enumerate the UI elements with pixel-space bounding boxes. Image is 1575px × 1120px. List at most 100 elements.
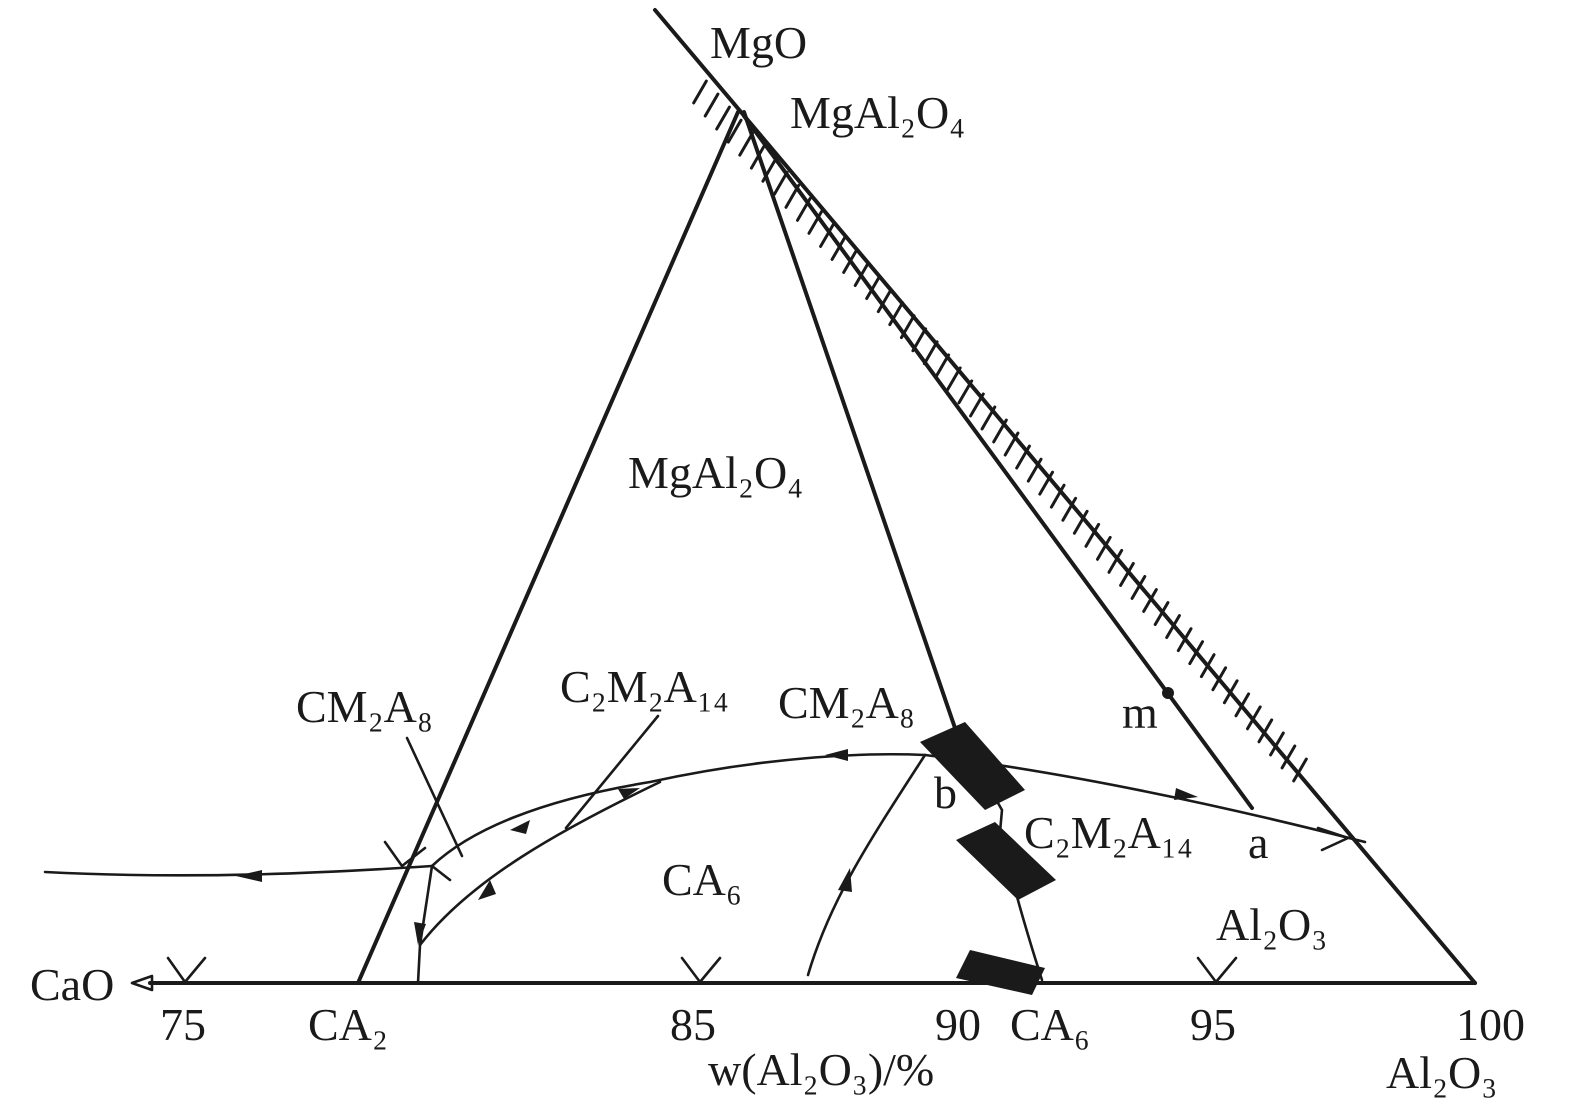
spinel-hatching <box>692 79 1308 783</box>
boundary-upper-curve <box>430 753 927 868</box>
hatch-mark <box>911 327 928 353</box>
hatch-mark <box>1165 614 1181 639</box>
hatch-mark <box>796 196 812 222</box>
arrow-left-icon <box>236 870 262 882</box>
pointer-lines <box>405 714 660 858</box>
tick-label-75: 75 <box>160 999 206 1050</box>
point-m-label: m <box>1122 687 1158 738</box>
mgo-al2o3-edge <box>653 8 1477 985</box>
boundary-left-drop <box>416 943 422 985</box>
hatch-mark <box>784 183 801 209</box>
hatch-mark <box>1119 562 1135 587</box>
hatch-mark <box>1246 705 1262 731</box>
arrow-ca6-icon <box>838 868 852 892</box>
hatch-mark <box>969 392 985 418</box>
tick-85-icon <box>680 956 722 984</box>
ca2-axis-label: CA₂ <box>308 999 388 1050</box>
hatch-mark <box>1038 470 1054 496</box>
crossing-mark-left-icon <box>383 840 427 868</box>
hatch-mark <box>1084 522 1101 548</box>
hatch-mark <box>715 105 731 131</box>
axis-title: w(Al₂O₃)/% <box>708 1044 934 1095</box>
cao-arrow-icon <box>130 974 154 992</box>
hatch-mark <box>692 79 708 105</box>
hatch-mark <box>1049 483 1066 509</box>
hatch-mark <box>761 157 778 183</box>
hatch-mark <box>1222 679 1239 705</box>
hatch-mark <box>1061 496 1078 522</box>
hatch-mark <box>1142 588 1158 613</box>
hatch-mark <box>1015 444 1031 470</box>
tick-95-icon <box>1196 956 1238 984</box>
boundary-small-link <box>430 864 452 882</box>
c2m2a14-pointer <box>564 714 660 830</box>
al2o3-vertex-label: Al₂O₃ <box>1386 1047 1497 1098</box>
mgal2o4-field-label: MgAl₂O₄ <box>628 447 803 498</box>
cao-vertex-label: CaO <box>30 959 114 1010</box>
mgo-vertex-label: MgO <box>710 17 807 68</box>
hatch-mark <box>749 144 766 170</box>
axis-ticks <box>166 956 1238 984</box>
hatch-mark <box>1026 457 1043 483</box>
hatch-mark <box>1072 509 1089 535</box>
arrow-inner-icon <box>478 880 496 900</box>
arrow-right-icon <box>1174 788 1198 800</box>
ca6-axis-label: CA₆ <box>1010 999 1090 1050</box>
tick-label-85: 85 <box>670 999 716 1050</box>
hatch-mark <box>980 405 997 431</box>
hatch-mark <box>934 353 951 379</box>
hatch-mark <box>899 314 916 340</box>
boundary-ca6-curve <box>806 753 927 977</box>
hatch-mark <box>807 209 824 235</box>
triangle-lines <box>130 8 1477 992</box>
phase-blocks <box>920 722 1056 995</box>
hatch-mark <box>703 92 720 118</box>
tick-label-95: 95 <box>1190 999 1236 1050</box>
ca6-field-label: CA₆ <box>662 854 742 905</box>
labels: MgO MgAl₂O₄ MgAl₂O₄ CM₂A₈ C₂M₂A₁₄ CM₂A₈ … <box>30 17 1525 1098</box>
c2m2a14-block <box>956 822 1056 900</box>
hatch-mark <box>865 275 881 300</box>
al2o3-field-label: Al₂O₃ <box>1216 899 1327 950</box>
point-m-marker <box>1162 687 1174 699</box>
hatch-mark <box>772 170 789 196</box>
hatch-mark <box>853 262 870 287</box>
c2m2a14-left-label: C₂M₂A₁₄ <box>560 661 729 712</box>
hatch-mark <box>1280 744 1297 770</box>
c2m2a14-right-label: C₂M₂A₁₄ <box>1024 807 1193 858</box>
cm2a8-left-label: CM₂A₈ <box>296 681 433 732</box>
tick-label-90: 90 <box>935 999 981 1050</box>
spinel-cm2a8-joint <box>742 110 957 730</box>
arrow-upper2-icon <box>510 820 530 834</box>
hatch-mark <box>957 379 974 405</box>
hatch-mark <box>1130 575 1147 600</box>
arrow-down-icon <box>414 922 426 945</box>
arrow-upper-icon <box>618 788 640 799</box>
hatch-mark <box>1199 653 1216 679</box>
hatch-mark <box>946 366 962 392</box>
cm2a8-block <box>920 722 1025 810</box>
hatch-mark <box>1211 666 1228 692</box>
hatch-mark <box>1292 757 1308 783</box>
hatch-mark <box>1176 627 1193 653</box>
cm2a8-pointer <box>405 736 464 858</box>
ca6-block <box>956 950 1045 995</box>
mgal2o4-top-label: MgAl₂O₄ <box>790 87 965 138</box>
hatch-mark <box>1003 431 1020 457</box>
hatch-mark <box>992 418 1008 444</box>
cm2a8-right-label: CM₂A₈ <box>778 677 915 728</box>
hatch-mark <box>1269 731 1285 757</box>
hatch-mark <box>1153 601 1170 626</box>
hatch-mark <box>1188 640 1204 666</box>
point-a-label: a <box>1248 817 1268 868</box>
hatch-mark <box>922 340 939 366</box>
hatch-mark <box>1107 548 1124 574</box>
hatch-mark <box>726 118 743 144</box>
hatch-mark <box>888 301 904 327</box>
crossing-mark-icon <box>1316 826 1350 852</box>
hatch-mark <box>876 288 893 314</box>
hatch-mark <box>842 249 858 274</box>
hatch-mark <box>830 236 847 261</box>
